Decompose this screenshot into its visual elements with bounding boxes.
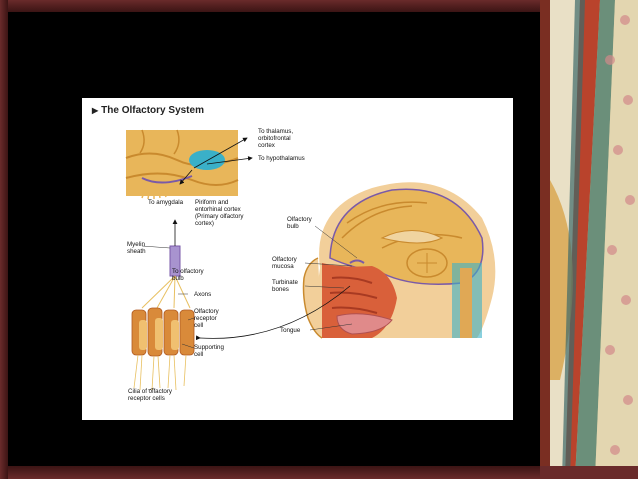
label-olfactory-bulb: Olfactory bulb (287, 216, 312, 230)
label-cilia: Cilia of olfactory receptor cells (128, 388, 173, 402)
label-hypothalamus: To hypothalamus (258, 155, 305, 162)
label-thalamus: To thalamus, orbitofrontal cortex (258, 128, 294, 149)
label-turbinate-bones: Turbinate bones (272, 279, 298, 293)
brain-underside-illustration (125, 129, 253, 200)
play-triangle-icon: ▶ (92, 106, 99, 115)
figure-title-text: The Olfactory System (101, 105, 204, 116)
label-myelin-sheath: Myelin sheath (127, 241, 146, 255)
head-sagittal-section (302, 182, 496, 339)
label-olfactory-receptor-cell: Olfactory receptor cell (194, 308, 219, 329)
frame-left-border (0, 0, 8, 479)
label-axons: Axons (194, 291, 212, 298)
olfactory-system-figure: ▶The Olfactory System (82, 98, 513, 420)
decorative-side-pattern (540, 0, 638, 479)
figure-title: ▶The Olfactory System (92, 105, 204, 116)
label-piriform-cortex: Piriform and entorhinal cortex (Primary … (195, 199, 244, 227)
frame-top-border (0, 0, 638, 12)
label-to-olfactory-bulb: To olfactory bulb (172, 268, 204, 282)
olfactory-receptor-illustration (131, 219, 351, 391)
leader-lines (141, 225, 358, 391)
label-olfactory-mucosa: Olfactory mucosa (272, 256, 297, 270)
label-tongue: Tongue (280, 327, 301, 334)
anatomy-diagram (125, 129, 496, 391)
frame-bottom-border (0, 466, 638, 479)
label-amygdala: To amygdala (148, 199, 184, 206)
label-supporting-cell: Supporting cell (194, 344, 224, 358)
